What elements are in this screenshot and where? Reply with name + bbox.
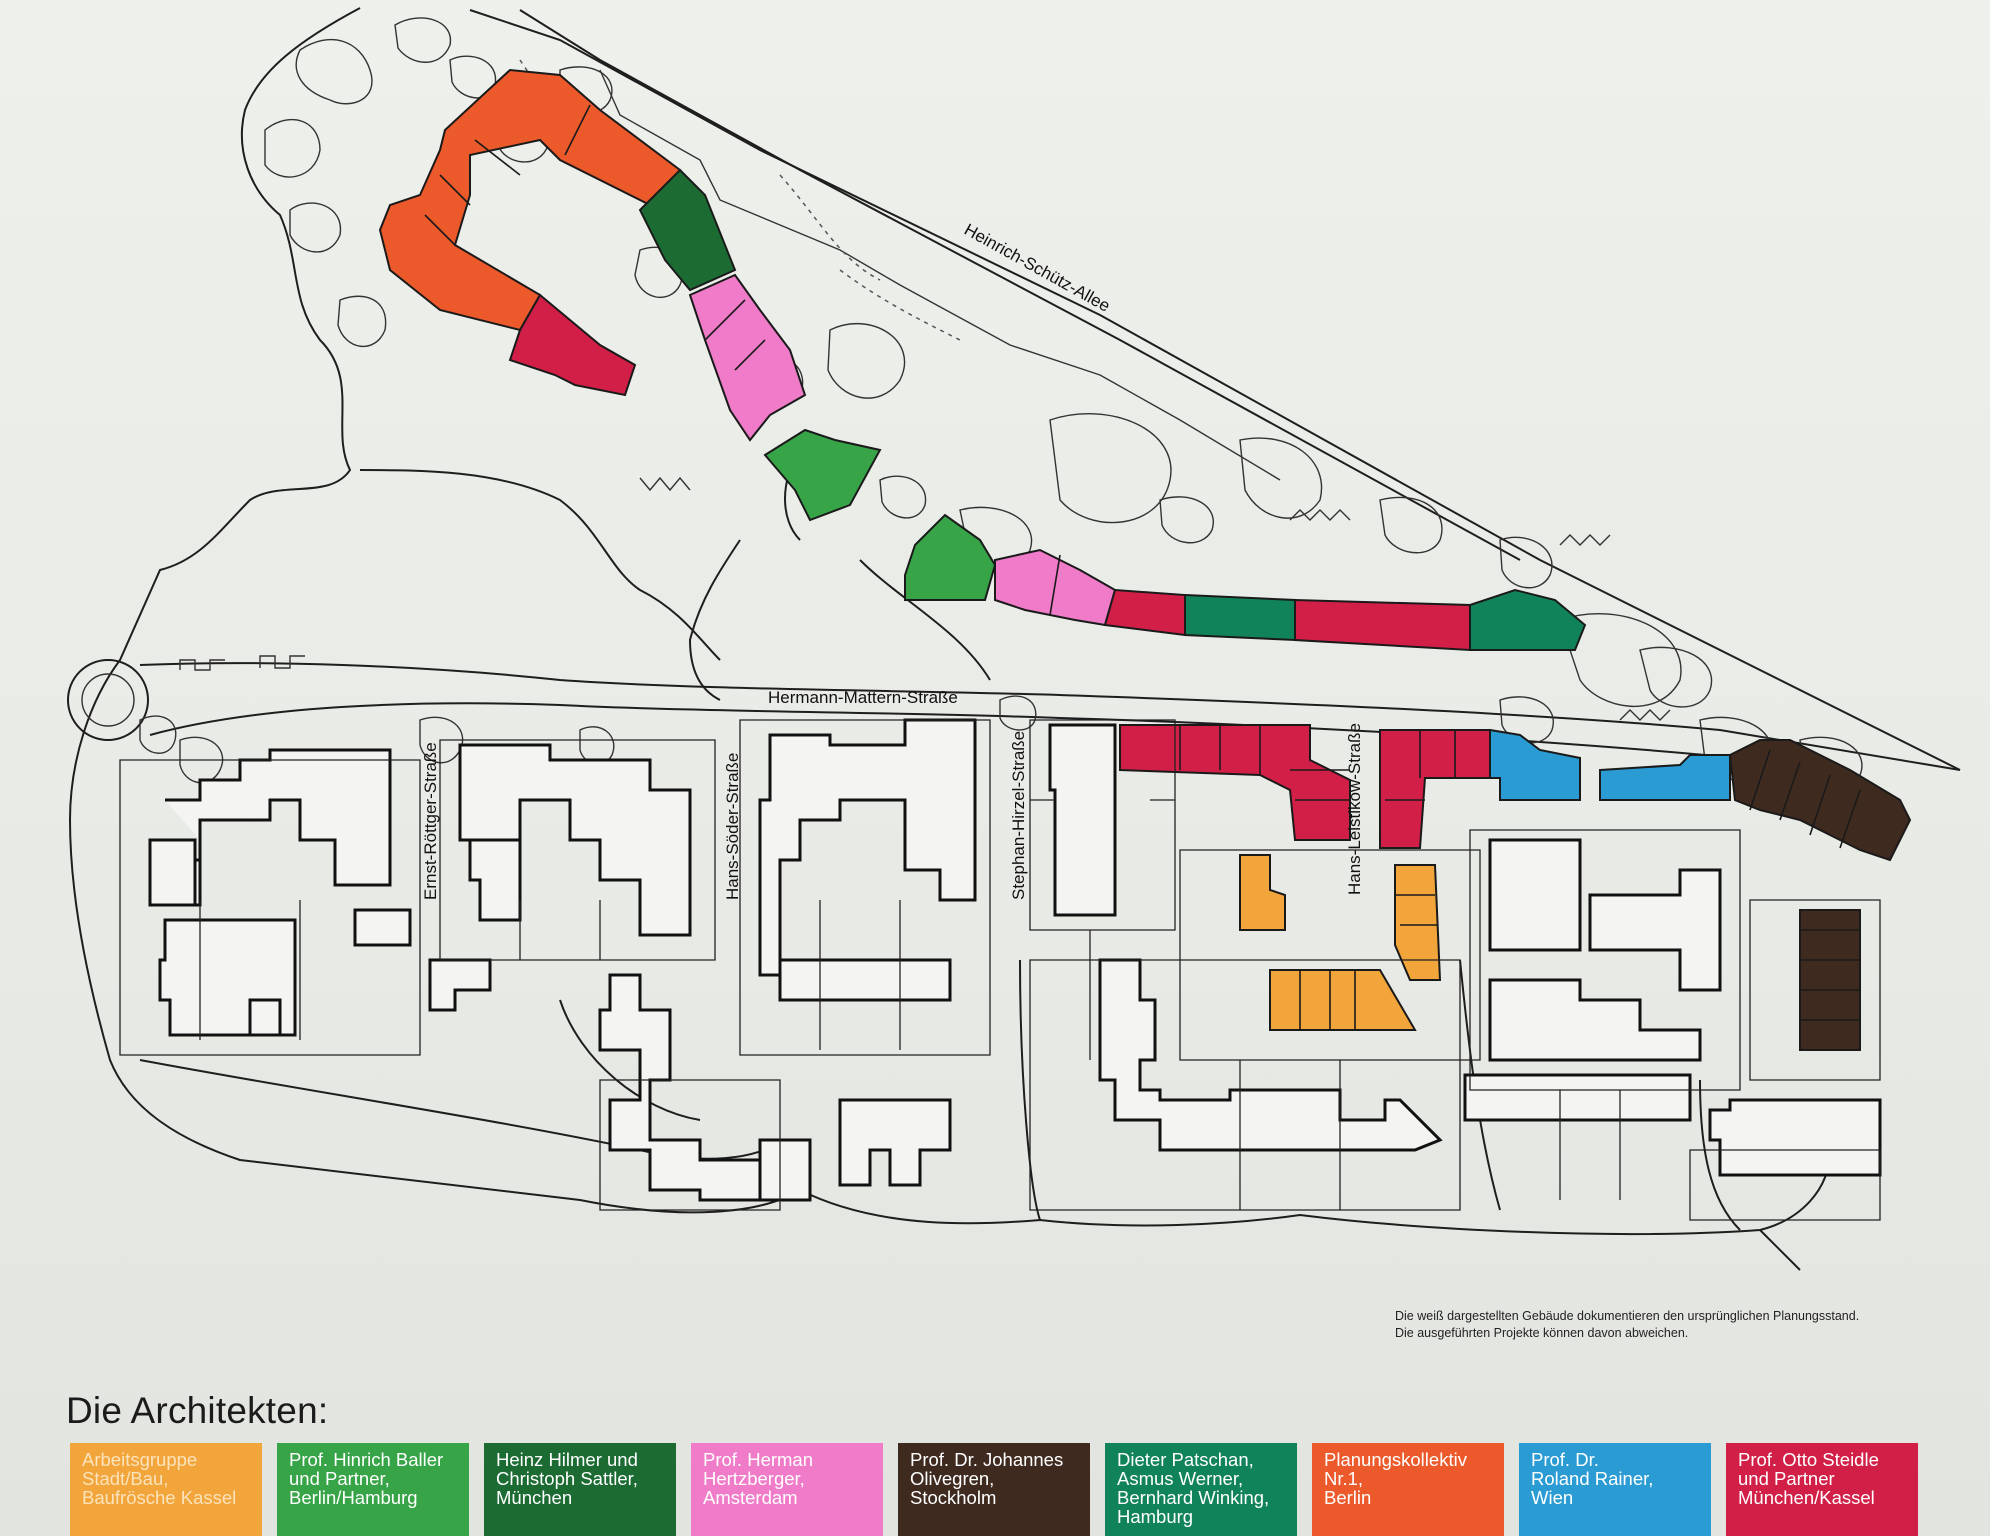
road-network [67,7,1961,1271]
legend-item-line: Bernhard Winking, [1117,1487,1270,1508]
legend-item-line: Baufrösche Kassel [82,1487,237,1508]
legend-item-line: und Partner, [289,1468,390,1489]
legend-item-line: Roland Rainer, [1531,1468,1654,1489]
legend-item-line: Hamburg [1117,1506,1194,1527]
legend-item-line: Christoph Sattler, [496,1468,638,1489]
legend-item-line: Prof. Herman [703,1449,814,1470]
white-buildings [148,718,1882,1202]
legend-item-8: Prof. Dr.Roland Rainer,Wien [1519,1443,1711,1536]
planning-note-line-2: Die ausgeführten Projekte können davon a… [1395,1326,1689,1340]
legend-item-line: Prof. Dr. Johannes [910,1449,1064,1470]
legend-item-line: Dieter Patschan, [1117,1449,1254,1470]
legend-item-line: Stockholm [910,1487,997,1508]
legend-item-line: Planungskollektiv [1324,1449,1467,1470]
street-stephan-hirzel-strasse: Stephan-Hirzel-Straße [1009,731,1028,900]
legend-title: Die Architekten: [66,1390,329,1431]
planning-note: Die weiß dargestellten Gebäude dokumenti… [1395,1308,1955,1342]
legend-item-line: Hertzberger, [703,1468,805,1489]
legend-item-line: Stadt/Bau, [82,1468,169,1489]
colored-dividers [424,104,1861,1030]
legend-item-line: München/Kassel [1738,1487,1875,1508]
park-greenery [139,17,1863,793]
legend-item-line: Nr.1, [1324,1468,1364,1489]
street-hans-leistikow-strasse: Hans-Leistikow-Straße [1345,723,1364,895]
street-ernst-roettger-strasse: Ernst-Röttger-Straße [421,742,440,900]
legend-item-line: Amsterdam [703,1487,798,1508]
legend-item-line: Arbeitsgruppe [82,1449,198,1470]
legend-item-line: Berlin [1324,1487,1372,1508]
street-hans-soeder-strasse: Hans-Söder-Straße [723,753,742,900]
legend-item-line: Prof. Hinrich Baller [289,1449,444,1470]
legend-item-6: Dieter Patschan,Asmus Werner,Bernhard Wi… [1105,1443,1297,1536]
legend-item-line: und Partner [1738,1468,1835,1489]
legend-item-line: München [496,1487,573,1508]
site-plan-map: Heinrich-Schütz-Allee Hermann-Mattern-St… [67,7,1961,1271]
legend-item-line: Berlin/Hamburg [289,1487,418,1508]
parking-strips [179,476,1671,721]
legend-item-line: Olivegren, [910,1468,995,1489]
planning-note-line-1: Die weiß dargestellten Gebäude dokumenti… [1395,1309,1860,1323]
lot-outlines [119,719,1881,1221]
legend-item-line: Asmus Werner, [1117,1468,1244,1489]
street-hermann-mattern-strasse: Hermann-Mattern-Straße [768,688,958,707]
legend-item-line: Heinz Hilmer und [496,1449,638,1470]
legend-item-line: Prof. Otto Steidle [1738,1449,1879,1470]
legend-item-line: Wien [1531,1487,1574,1508]
legend-item-line: Prof. Dr. [1531,1449,1599,1470]
